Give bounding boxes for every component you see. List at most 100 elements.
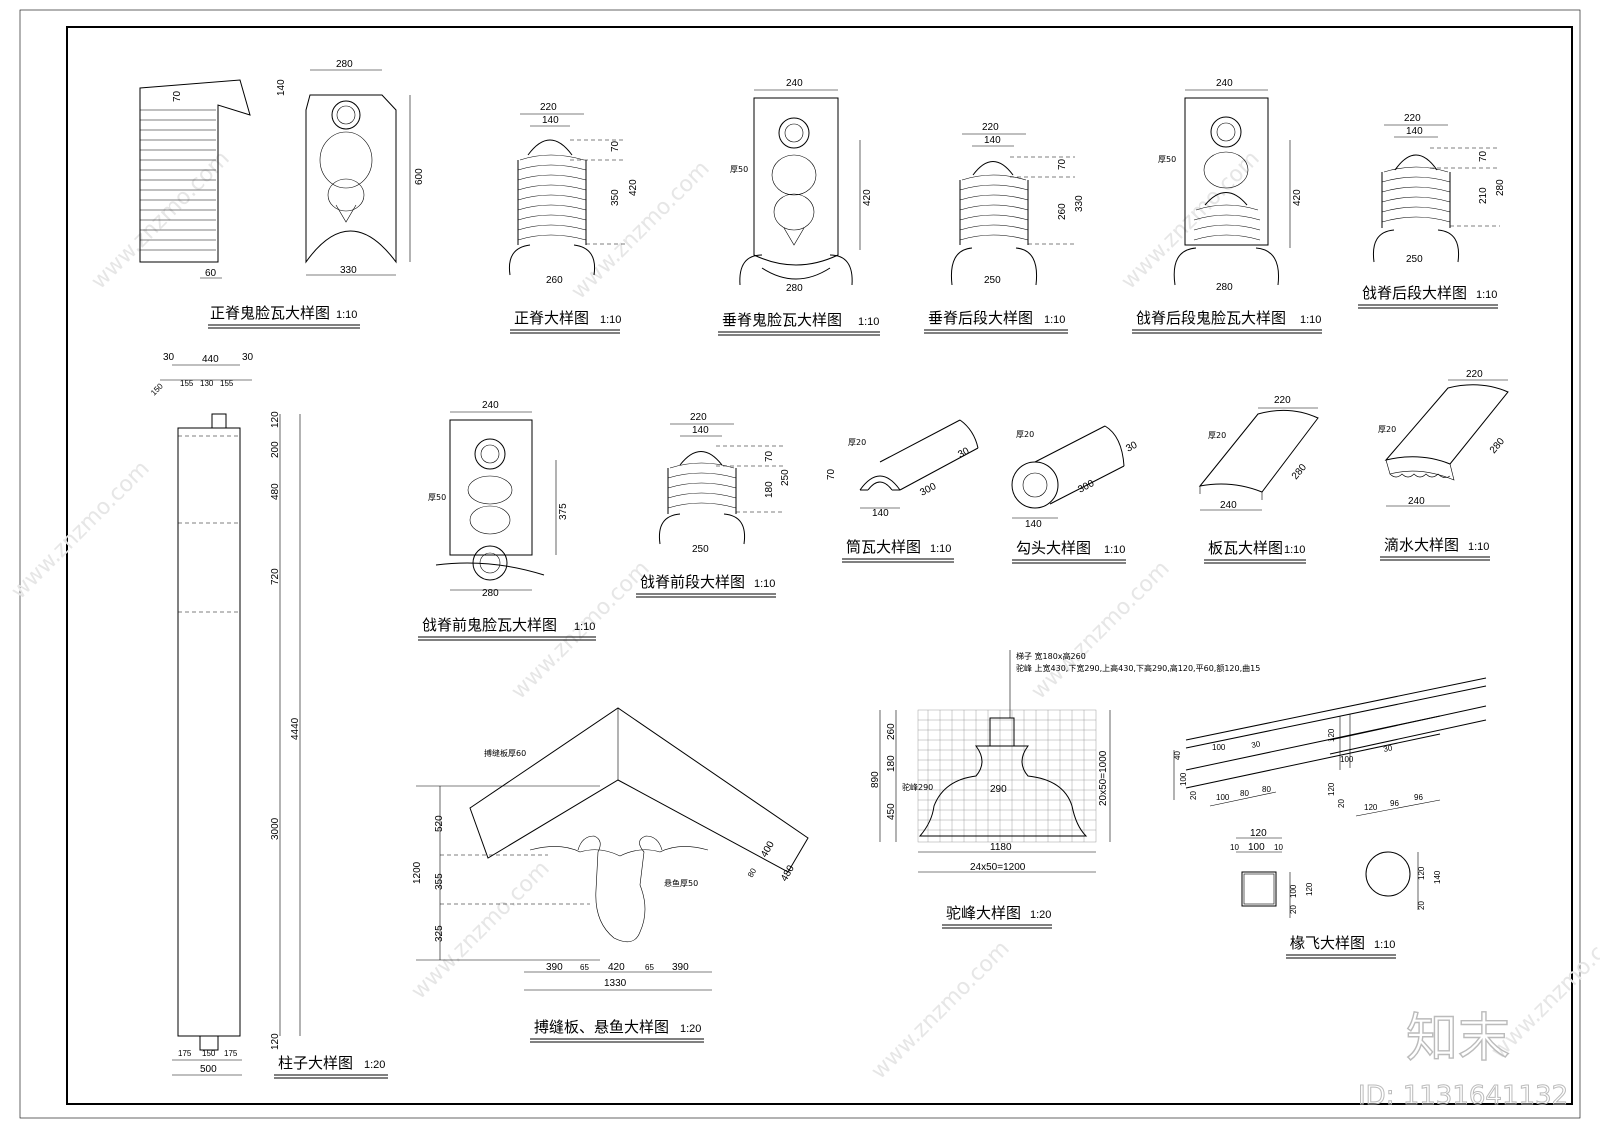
dim-100: 100 xyxy=(1216,793,1230,802)
dim-420: 420 xyxy=(1292,189,1303,206)
hip-rear-detail: 220 140 70 260 330 250 垂脊后段大样图 1:10 xyxy=(924,122,1085,334)
dim-80: 80 xyxy=(1240,789,1249,798)
scale-flat-tile: 1:10 xyxy=(1284,544,1305,556)
dim-375: 375 xyxy=(558,503,569,520)
ridge-detail: 220 140 70 350 420 260 正脊大样图 1:10 xyxy=(508,102,639,334)
scale-hip-rear: 1:10 xyxy=(1044,314,1065,326)
title-hip-rear: 垂脊后段大样图 xyxy=(928,309,1033,327)
dim-20: 20 xyxy=(1337,799,1346,808)
dim-140: 140 xyxy=(692,425,709,436)
rafter-detail: 40 100 20 100 80 80 100 30 120 100 30 12… xyxy=(1173,677,1487,959)
dim-280: 280 xyxy=(336,59,353,70)
scale-corner-front-ghost: 1:10 xyxy=(574,621,595,633)
dim-350: 350 xyxy=(610,189,621,206)
outer-frame xyxy=(19,9,1581,1119)
dim-175: 175 xyxy=(178,1049,192,1058)
dim-96: 96 xyxy=(1390,799,1399,808)
title-barrel-tile: 筒瓦大样图 xyxy=(846,538,921,556)
title-drip-tile: 滴水大样图 xyxy=(1384,536,1459,554)
dim-260: 260 xyxy=(1057,203,1068,220)
dim-420: 420 xyxy=(628,179,639,196)
dim-1200: 1200 xyxy=(412,861,423,884)
dim-120: 120 xyxy=(1417,866,1426,880)
dim-120: 120 xyxy=(1305,882,1314,896)
corner-ridge-rear-ghost-tile-detail: 240 厚50 420 280 戗脊后段鬼脸瓦大样图 1:10 xyxy=(1132,78,1322,334)
dim-30: 30 xyxy=(1124,440,1139,455)
scale-column: 1:20 xyxy=(364,1059,385,1071)
dim-140: 140 xyxy=(872,508,889,519)
camel-hump-grid xyxy=(918,710,1096,842)
dim-240: 240 xyxy=(482,400,499,411)
scale-rafter: 1:10 xyxy=(1374,939,1395,951)
dim-220: 220 xyxy=(540,102,557,113)
title-column: 柱子大样图 xyxy=(278,1054,353,1072)
drip-tile-detail: 220 厚20 280 240 滴水大样图 1:10 xyxy=(1378,369,1509,561)
dim-grid-w: 24x50=1200 xyxy=(970,862,1026,873)
dim-150: 150 xyxy=(202,1049,216,1058)
hip-rear-tile-stack xyxy=(959,174,1029,245)
dim-890: 890 xyxy=(870,771,881,788)
note-fish50: 悬鱼厚50 xyxy=(664,878,698,888)
dim-96: 96 xyxy=(1414,793,1423,802)
scale-drip-tile: 1:10 xyxy=(1468,541,1489,553)
dim-220: 220 xyxy=(690,412,707,423)
corner-front-tile-stack xyxy=(667,462,737,514)
dim-500: 500 xyxy=(200,1064,217,1075)
dim-180: 180 xyxy=(886,755,897,772)
dim-100: 100 xyxy=(1179,772,1188,786)
scale-corner-rear: 1:10 xyxy=(1476,289,1497,301)
dim-140: 140 xyxy=(542,115,559,126)
dim-300: 300 xyxy=(918,481,938,499)
dim-180: 180 xyxy=(764,481,775,498)
dim-1180: 1180 xyxy=(990,842,1012,853)
dim-100: 100 xyxy=(1248,842,1265,853)
dim-10: 10 xyxy=(1230,843,1239,852)
dim-80: 80 xyxy=(746,866,759,879)
dim-175: 175 xyxy=(224,1049,238,1058)
title-corner-rear-ghost: 戗脊后段鬼脸瓦大样图 xyxy=(1136,309,1286,327)
dim-60: 60 xyxy=(205,268,217,279)
watermark-logo: 知末 xyxy=(1406,1009,1510,1069)
dim-720: 720 xyxy=(270,568,281,585)
dim-355: 355 xyxy=(434,873,445,890)
dim-70: 70 xyxy=(610,140,621,152)
dim-390: 390 xyxy=(546,962,563,973)
dim-120: 120 xyxy=(1327,782,1336,796)
ridge-tile-stack xyxy=(517,154,587,245)
dim-65: 65 xyxy=(645,963,654,972)
dim-80: 80 xyxy=(1262,785,1271,794)
dim-100: 100 xyxy=(1289,884,1298,898)
dim-1330: 1330 xyxy=(604,978,627,989)
dim-240: 240 xyxy=(1220,500,1237,511)
dim-220: 220 xyxy=(1404,113,1421,124)
dim-120: 120 xyxy=(1327,728,1336,742)
note-thick50: 厚50 xyxy=(730,165,748,174)
dim-140: 140 xyxy=(1025,519,1042,530)
scale-corner-rear-ghost: 1:10 xyxy=(1300,314,1321,326)
dim-325: 325 xyxy=(434,925,445,942)
title-ridge-ghost-tile: 正脊鬼脸瓦大样图 xyxy=(210,304,330,322)
note-thick50: 厚50 xyxy=(1158,155,1176,164)
watermark-site: www.znzmo.com xyxy=(7,456,155,604)
note-thick20: 厚20 xyxy=(1378,425,1396,434)
camel-hump-bracket-detail: 梯子 宽180x高260 驼峰 上宽430,下宽290,上高430,下高290,… xyxy=(870,650,1260,929)
dim-250: 250 xyxy=(692,544,709,555)
title-ridge: 正脊大样图 xyxy=(514,309,589,327)
note-thick50: 厚50 xyxy=(428,493,446,502)
dim-3000: 3000 xyxy=(270,817,281,840)
dim-65: 65 xyxy=(580,963,589,972)
title-rafter: 椽飞大样图 xyxy=(1290,934,1365,952)
dim-150: 150 xyxy=(149,381,165,397)
flat-tile-detail: 220 厚20 280 240 板瓦大样图 1:10 xyxy=(1198,395,1319,564)
dim-220: 220 xyxy=(1466,369,1483,380)
dim-120: 120 xyxy=(1364,803,1378,812)
dim-200: 200 xyxy=(270,441,281,458)
dim-240: 240 xyxy=(786,78,803,89)
dim-30: 30 xyxy=(1251,739,1262,750)
dim-20: 20 xyxy=(1417,901,1426,910)
dim-20: 20 xyxy=(1289,905,1298,914)
dim-480: 480 xyxy=(270,483,281,500)
barrel-tile-detail: 厚20 70 140 300 30 筒瓦大样图 1:10 xyxy=(826,419,979,563)
hip-ghost-tile-detail: 240 厚50 420 280 垂脊鬼脸瓦大样图 1:10 xyxy=(718,78,880,336)
